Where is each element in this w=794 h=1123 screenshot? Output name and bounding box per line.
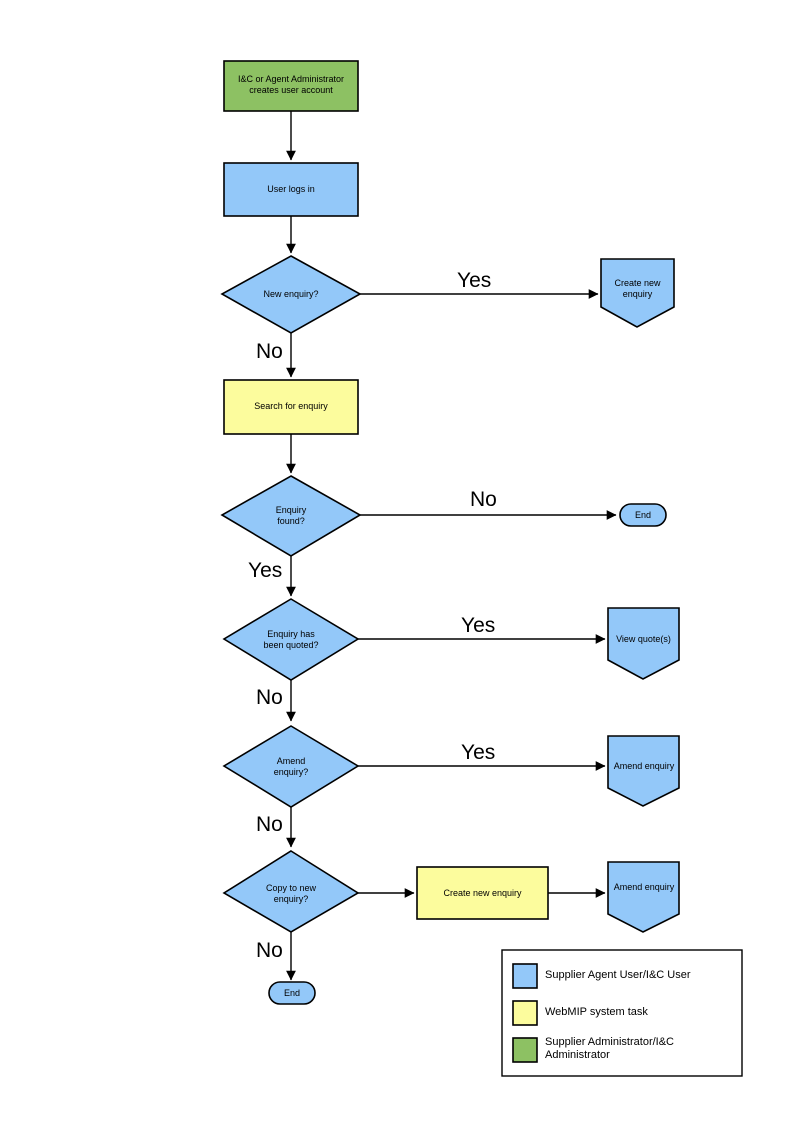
legend-swatch-system: [512, 1000, 538, 1026]
node-end-terminator-bottom: [268, 981, 316, 1005]
node-search-for-enquiry: [223, 379, 359, 435]
edge-label-new-enquiry-yes: Yes: [457, 269, 492, 292]
legend-swatch-user: [512, 963, 538, 989]
legend-swatch-admin: [512, 1037, 538, 1063]
node-amend-enquiry-decision: [222, 725, 360, 808]
edge-label-amend-yes: Yes: [461, 741, 496, 764]
node-create-new-enquiry-system: [416, 866, 549, 920]
node-enquiry-found-decision: [220, 475, 362, 557]
node-amend-enquiry-action-2: [607, 861, 680, 933]
connector-group: [286, 111, 617, 981]
legend-label-admin: Supplier Administrator/I&C Administrator: [545, 1036, 674, 1061]
label-end-terminator-top: End: [634, 510, 651, 520]
node-new-enquiry-decision: [220, 255, 362, 334]
edge-label-copy-no: No: [256, 939, 283, 962]
node-end-terminator-top: [619, 503, 667, 527]
legend-box: [501, 949, 743, 1077]
edge-label-new-enquiry-no: No: [256, 340, 283, 363]
node-admin-creates-user-account: [223, 60, 359, 112]
legend-label-system: WebMIP system task: [545, 1006, 648, 1018]
edge-label-enquiry-found-no: No: [470, 488, 497, 511]
node-amend-enquiry-action: [607, 735, 680, 807]
node-create-new-enquiry-action: [600, 258, 675, 328]
edge-label-quoted-yes: Yes: [461, 614, 496, 637]
edge-label-quoted-no: No: [256, 686, 283, 709]
node-enquiry-quoted-decision: [222, 598, 360, 681]
edge-label-amend-no: No: [256, 813, 283, 836]
legend-label-user: Supplier Agent User/I&C User: [545, 969, 691, 981]
node-user-logs-in: [223, 162, 359, 217]
label-end-terminator-bottom: End: [283, 988, 300, 998]
node-view-quotes-action: [607, 607, 680, 680]
node-copy-to-new-enquiry-decision: [222, 850, 360, 933]
edge-label-enquiry-found-yes: Yes: [248, 559, 283, 582]
